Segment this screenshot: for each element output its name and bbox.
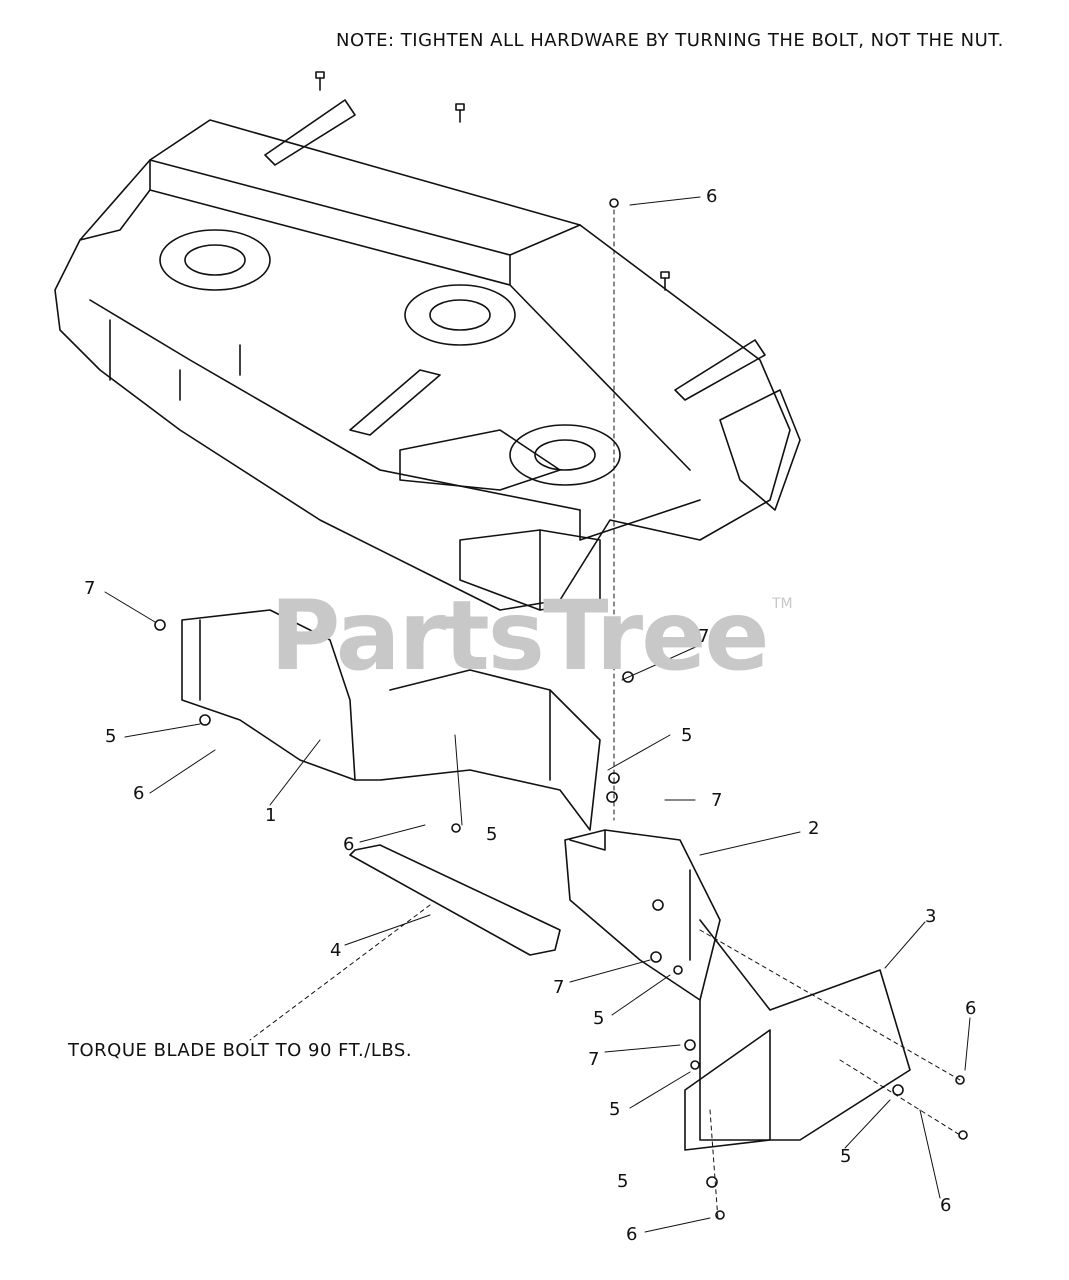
watermark-trademark: TM: [772, 596, 793, 612]
deflector-part-3: [684, 919, 911, 1151]
deflector-part-1: [181, 609, 601, 831]
callout-7: 7: [553, 977, 565, 998]
callout-6: 6: [133, 783, 145, 804]
callout-5: 5: [609, 1099, 621, 1120]
mower-deck: [54, 99, 801, 611]
callout-1: 1: [265, 805, 277, 826]
blade-part-4: [349, 844, 561, 956]
callout-2: 2: [808, 818, 820, 839]
callout-5: 5: [593, 1008, 605, 1029]
hardware-note: NOTE: TIGHTEN ALL HARDWARE BY TURNING TH…: [336, 30, 1004, 51]
callout-6: 6: [940, 1195, 952, 1216]
callout-7: 7: [711, 790, 723, 811]
torque-note: TORQUE BLADE BOLT TO 90 FT./LBS.: [68, 1040, 413, 1061]
callout-7: 7: [84, 578, 96, 599]
callout-3: 3: [925, 906, 937, 927]
callout-6: 6: [343, 834, 355, 855]
callout-5: 5: [840, 1146, 852, 1167]
callout-6: 6: [965, 998, 977, 1019]
callout-7: 7: [588, 1049, 600, 1070]
chute-part-2: [564, 829, 721, 1001]
callout-7: 7: [698, 626, 710, 647]
callout-4: 4: [330, 940, 342, 961]
watermark-text: PartsTree: [270, 580, 769, 692]
callout-5: 5: [681, 725, 693, 746]
callout-5: 5: [486, 824, 498, 845]
callout-5: 5: [617, 1171, 629, 1192]
callout-6: 6: [706, 186, 718, 207]
callout-5: 5: [105, 726, 117, 747]
deck-bolts: [315, 71, 670, 291]
hardware: [154, 619, 968, 1220]
callout-6: 6: [626, 1224, 638, 1245]
